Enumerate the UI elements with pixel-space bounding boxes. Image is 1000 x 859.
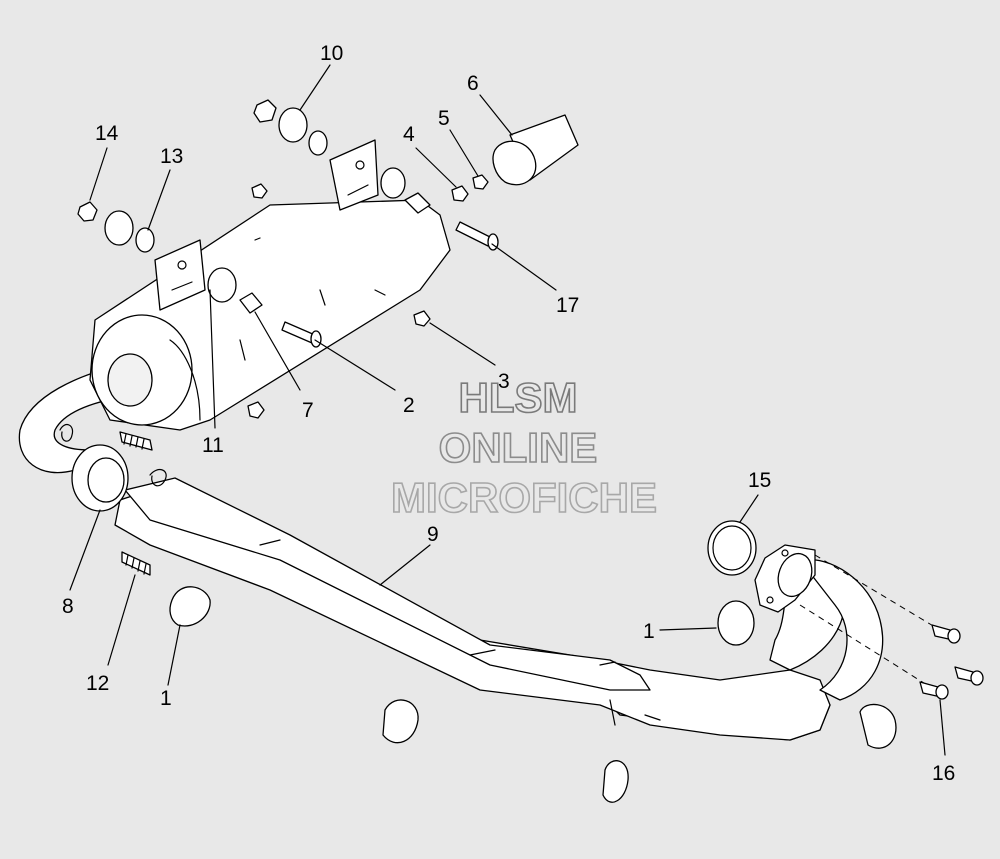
leader-lines bbox=[69, 64, 946, 756]
callout-7: 7 bbox=[302, 399, 314, 422]
callout-1-left: 1 bbox=[160, 687, 172, 710]
callout-3: 3 bbox=[498, 370, 510, 393]
callout-16: 16 bbox=[932, 762, 955, 785]
watermark: HLSM ONLINE MICROFICHE bbox=[390, 373, 658, 522]
callout-15: 15 bbox=[748, 469, 771, 492]
callout-9: 9 bbox=[427, 523, 439, 546]
callout-10: 10 bbox=[320, 42, 343, 65]
callout-5: 5 bbox=[438, 107, 450, 130]
watermark-line-1: HLSM bbox=[459, 374, 578, 421]
callout-17: 17 bbox=[556, 294, 579, 317]
callout-1-right: 1 bbox=[643, 620, 655, 643]
callout-4: 4 bbox=[403, 123, 415, 146]
watermark-line-2: ONLINE bbox=[439, 424, 598, 471]
callout-12: 12 bbox=[86, 672, 109, 695]
callout-6: 6 bbox=[467, 72, 479, 95]
hardware bbox=[59, 99, 984, 803]
callout-2: 2 bbox=[403, 394, 415, 417]
callouts: 10 14 13 4 5 6 17 3 2 7 11 9 8 12 1 1 15… bbox=[62, 42, 955, 785]
callout-11: 11 bbox=[202, 434, 224, 457]
callout-13: 13 bbox=[160, 145, 183, 168]
exhaust-pipe-assembly bbox=[114, 477, 941, 741]
watermark-line-3: MICROFICHE bbox=[391, 474, 657, 521]
callout-14: 14 bbox=[95, 122, 119, 145]
callout-8: 8 bbox=[62, 595, 74, 618]
muffler bbox=[89, 139, 451, 431]
